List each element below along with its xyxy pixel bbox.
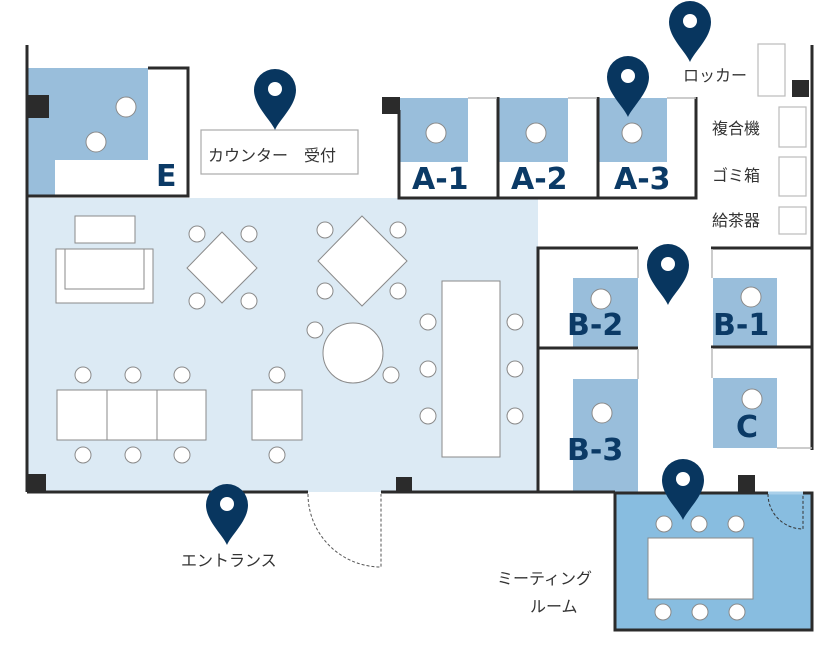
entrance-label: エントランス [181,553,277,570]
pillar [792,80,809,97]
tea-server [778,206,807,235]
pillar [382,97,400,114]
locker [757,43,786,97]
pillar [396,477,412,493]
table [56,389,108,441]
table [106,389,158,441]
meeting-table [647,537,754,600]
pillar [738,475,755,492]
counter-pin-icon[interactable] [254,69,296,130]
room-a1-label: A-1 [412,162,469,197]
entrance-pin-icon[interactable] [206,484,248,545]
table [251,389,303,441]
meeting-label-line1: ミーティング [497,570,592,588]
room-b2-label: B-2 [567,308,623,343]
b-corridor-pin-icon[interactable] [647,244,689,305]
room-c-label: C [736,410,758,445]
room-b3-label: B-3 [567,433,623,468]
room-b3[interactable]: B-3 [567,379,638,492]
reception-counter [200,129,359,175]
room-b1[interactable]: B-1 [713,278,777,347]
copier-label: 複合機 [712,120,760,138]
room-a1[interactable]: A-1 [400,98,469,197]
room-a3[interactable]: A-3 [599,98,671,197]
tea-label: 給茶器 [712,212,760,230]
trash-label: ゴミ箱 [712,166,760,185]
room-b1-label: B-1 [713,308,769,343]
pillar [27,474,46,492]
room-a2-label: A-2 [511,162,568,197]
room-b2[interactable]: B-2 [567,278,638,348]
locker-label: ロッカー [683,68,747,85]
meeting-label-line2: ルーム [530,599,578,616]
diamond-table [186,231,258,304]
room-c[interactable]: C [713,378,777,448]
room-a2[interactable]: A-2 [499,98,568,197]
room-e[interactable]: E [27,66,190,198]
coffee-table [74,215,136,244]
counter-label: カウンター 受付 [208,147,336,165]
entrance-door[interactable] [307,493,382,568]
round-table [322,322,384,384]
trash-bin [778,156,807,197]
pillar [27,95,49,118]
locker-pin-icon[interactable] [669,1,711,62]
copier [778,106,807,148]
room-a3-label: A-3 [614,162,671,197]
meeting-door[interactable] [767,493,804,530]
long-table [441,280,501,458]
table [156,389,207,441]
meeting-room[interactable] [613,491,814,632]
diamond-table [317,215,408,307]
lounge-area [27,198,538,492]
room-e-label: E [156,159,177,194]
